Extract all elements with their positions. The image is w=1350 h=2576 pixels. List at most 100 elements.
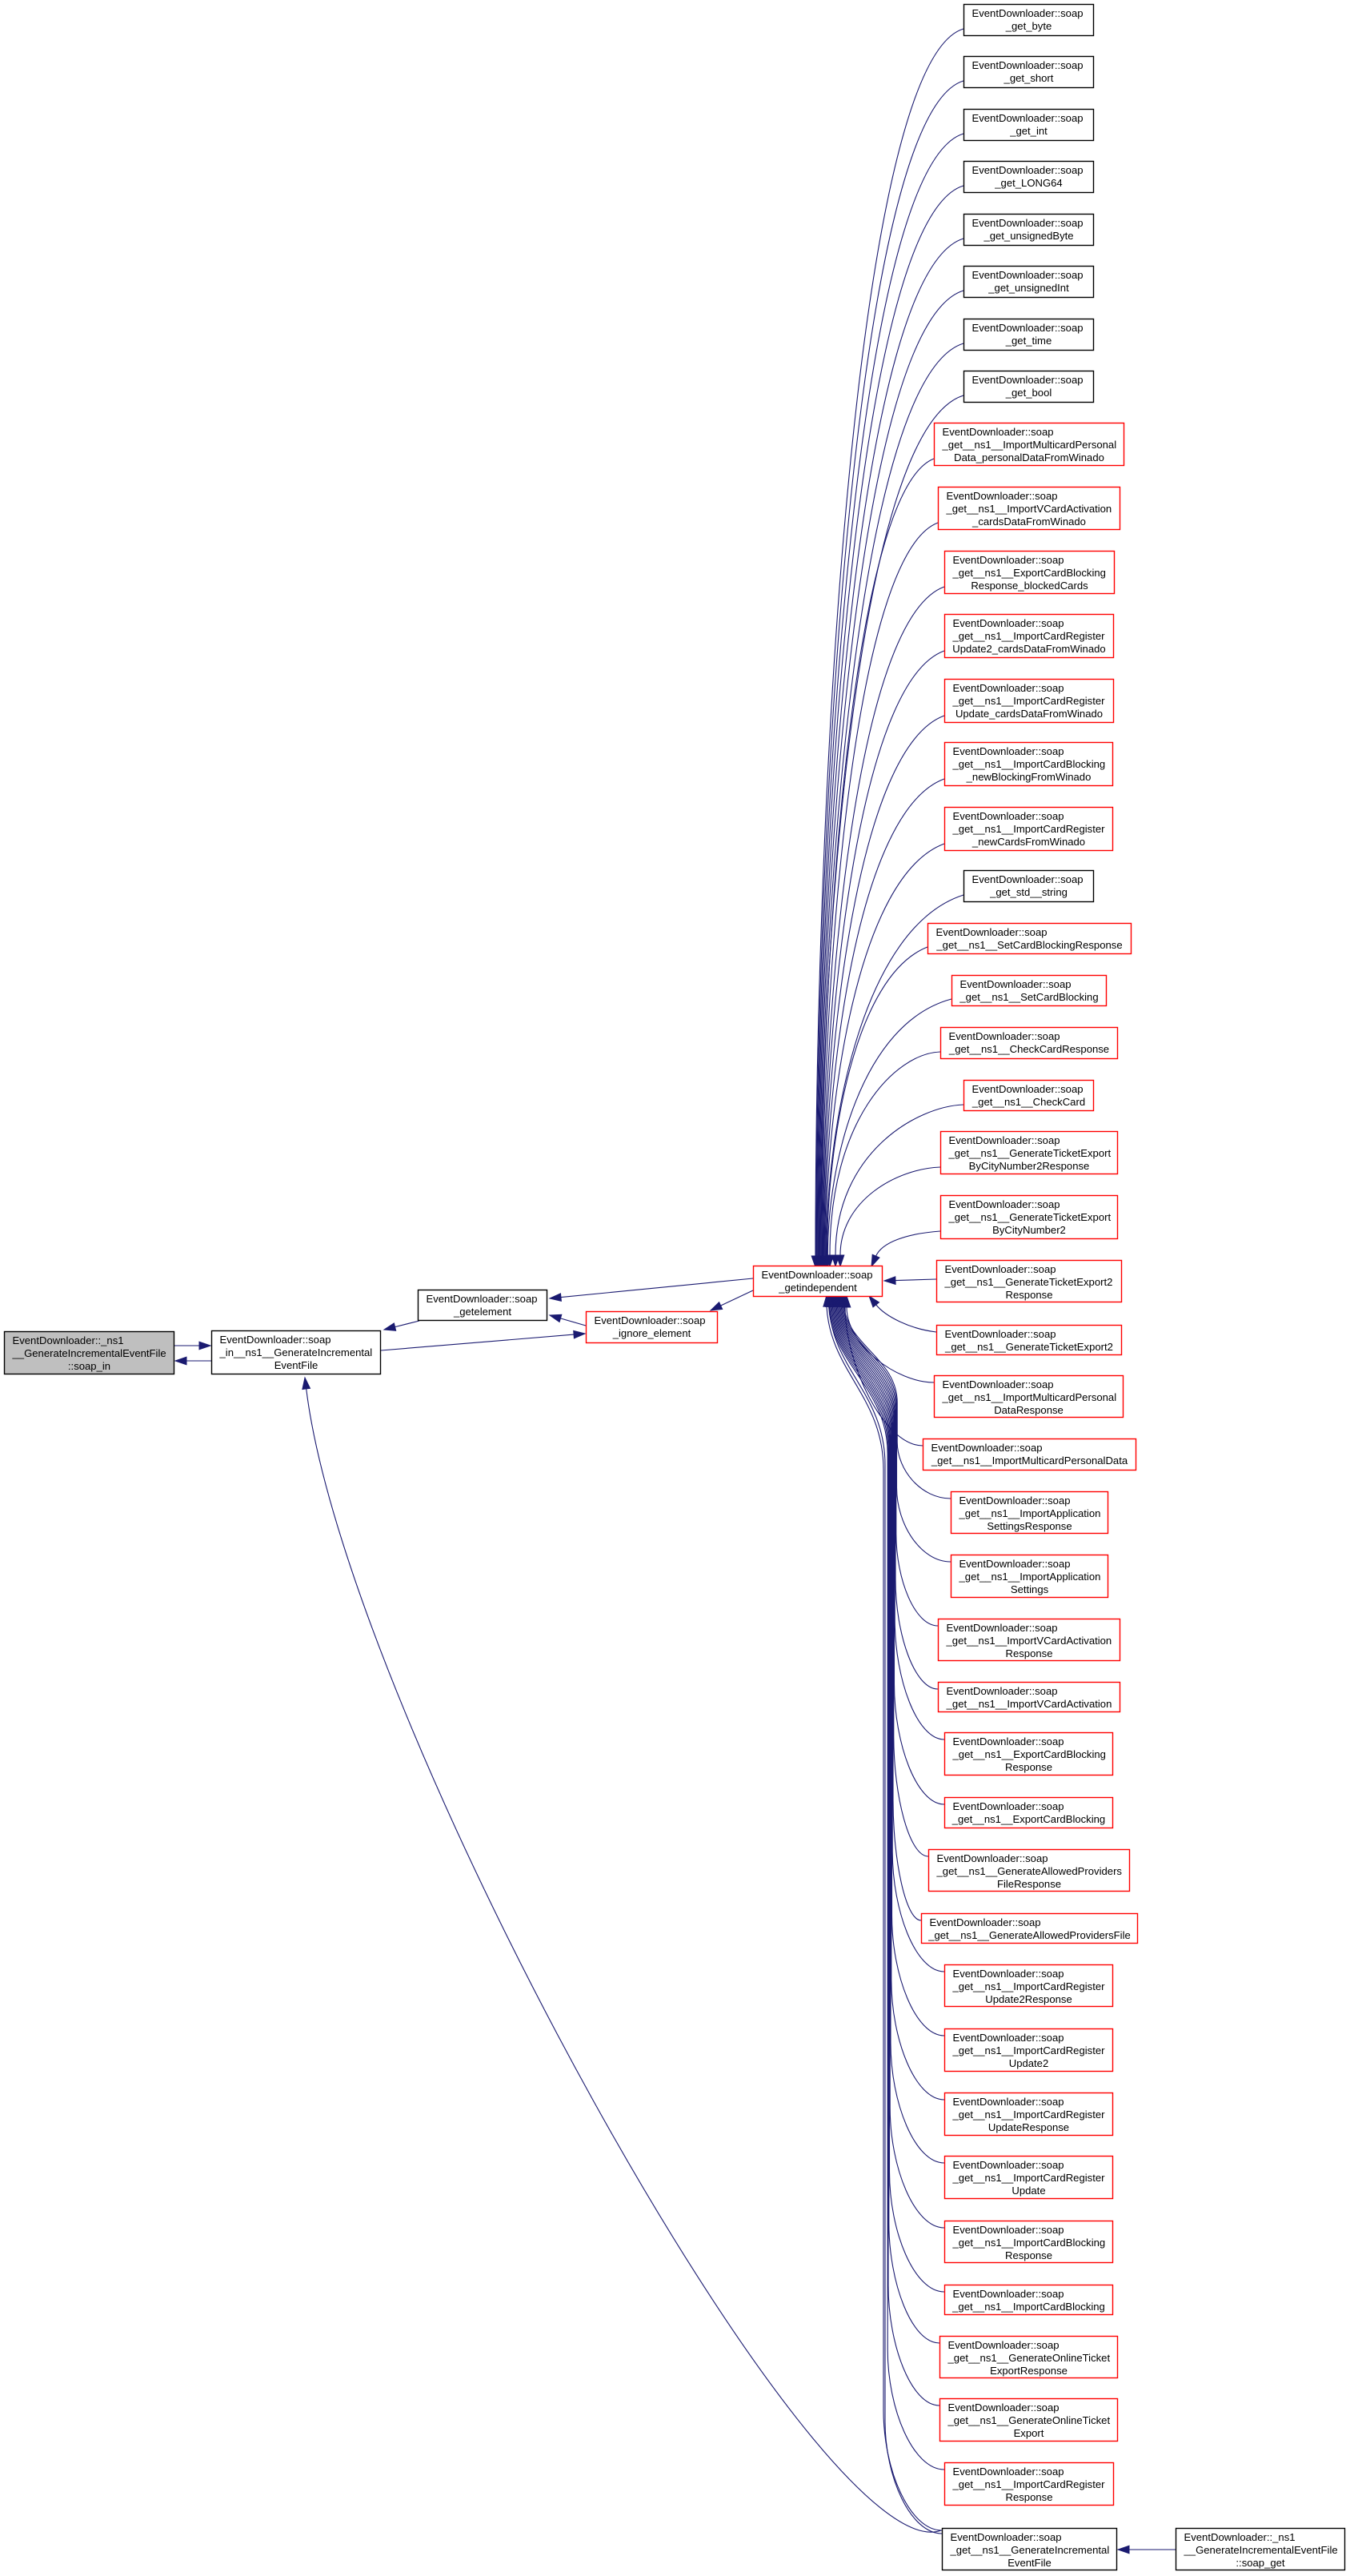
svg-text:::soap_in: ::soap_in [68, 1360, 110, 1372]
svg-text:_get__ns1__ImportCardRegister: _get__ns1__ImportCardRegister [952, 2109, 1106, 2121]
svg-text:EventDownloader::soap: EventDownloader::soap [972, 873, 1084, 885]
svg-text:EventDownloader::soap: EventDownloader::soap [953, 2224, 1064, 2236]
svg-text:EventDownloader::soap: EventDownloader::soap [959, 1558, 1071, 1570]
svg-text:_get__ns1__ImportApplication: _get__ns1__ImportApplication [959, 1571, 1101, 1583]
svg-text:SettingsResponse: SettingsResponse [987, 1520, 1072, 1532]
svg-text:Response: Response [1005, 2249, 1052, 2261]
svg-text:_get__ns1__GenerateTicketExpor: _get__ns1__GenerateTicketExport [948, 1147, 1112, 1159]
svg-text:EventDownloader::soap: EventDownloader::soap [953, 1800, 1064, 1812]
svg-text:EventDownloader::_ns1: EventDownloader::_ns1 [1184, 2531, 1296, 2543]
svg-text:Data_personalDataFromWinado: Data_personalDataFromWinado [954, 451, 1104, 463]
svg-text:EventDownloader::soap: EventDownloader::soap [972, 164, 1084, 176]
svg-text:_get__ns1__ExportCardBlocking: _get__ns1__ExportCardBlocking [951, 1813, 1105, 1825]
svg-text:_get__ns1__ImportCardRegister: _get__ns1__ImportCardRegister [952, 1980, 1106, 1992]
svg-text:EventDownloader::soap: EventDownloader::soap [595, 1314, 706, 1326]
svg-text:_get__ns1__ImportVCardActivati: _get__ns1__ImportVCardActivation [946, 1698, 1112, 1710]
svg-text:EventDownloader::soap: EventDownloader::soap [427, 1293, 538, 1305]
svg-text:FileResponse: FileResponse [997, 1878, 1061, 1890]
svg-text:EventDownloader::soap: EventDownloader::soap [972, 374, 1084, 386]
svg-text:Update2: Update2 [1009, 2057, 1049, 2069]
svg-text:EventDownloader::soap: EventDownloader::soap [947, 1685, 1058, 1697]
svg-text:EventDownloader::_ns1: EventDownloader::_ns1 [13, 1334, 124, 1346]
svg-text:_get__ns1__ImportMulticardPers: _get__ns1__ImportMulticardPersonal [942, 1391, 1117, 1403]
svg-text:EventDownloader::soap: EventDownloader::soap [972, 112, 1084, 124]
svg-text:Response: Response [1005, 1761, 1052, 1773]
svg-text:_get__ns1__ExportCardBlocking: _get__ns1__ExportCardBlocking [952, 1748, 1106, 1760]
svg-text:_get__ns1__ImportCardRegister: _get__ns1__ImportCardRegister [952, 630, 1106, 642]
svg-text:EventDownloader::soap: EventDownloader::soap [972, 322, 1084, 334]
svg-text:_newBlockingFromWinado: _newBlockingFromWinado [966, 771, 1092, 783]
svg-text:EventDownloader::soap: EventDownloader::soap [972, 7, 1084, 19]
svg-text:ByCityNumber2: ByCityNumber2 [992, 1224, 1066, 1236]
svg-text:EventDownloader::soap: EventDownloader::soap [972, 269, 1084, 281]
svg-text:ExportResponse: ExportResponse [990, 2365, 1068, 2377]
svg-text:EventDownloader::soap: EventDownloader::soap [953, 682, 1064, 694]
svg-text:EventDownloader::soap: EventDownloader::soap [959, 1495, 1071, 1507]
svg-text:EventDownloader::soap: EventDownloader::soap [953, 1968, 1064, 1980]
svg-text:EventDownloader::soap: EventDownloader::soap [948, 2401, 1060, 2413]
svg-text:_ignore_element: _ignore_element [612, 1327, 691, 1339]
svg-text:_get__ns1__ExportCardBlocking: _get__ns1__ExportCardBlocking [952, 567, 1106, 579]
svg-text:EventDownloader::soap: EventDownloader::soap [972, 59, 1084, 71]
svg-text:EventDownloader::soap: EventDownloader::soap [960, 978, 1072, 990]
svg-text:_get__ns1__CheckCardResponse: _get__ns1__CheckCardResponse [948, 1043, 1109, 1055]
svg-text:_get_byte: _get_byte [1005, 20, 1052, 32]
svg-text:_get__ns1__ImportVCardActivati: _get__ns1__ImportVCardActivation [946, 1635, 1112, 1647]
svg-text:_get__ns1__GenerateTicketExpor: _get__ns1__GenerateTicketExport [948, 1211, 1112, 1223]
svg-text:_get__ns1__SetCardBlockingResp: _get__ns1__SetCardBlockingResponse [935, 939, 1122, 951]
svg-text:EventDownloader::soap: EventDownloader::soap [947, 1622, 1058, 1634]
svg-text:EventDownloader::soap: EventDownloader::soap [972, 217, 1084, 229]
svg-text:_get__ns1__ImportMulticardPers: _get__ns1__ImportMulticardPersonalData [931, 1455, 1128, 1467]
svg-text:_get__ns1__ImportCardRegister: _get__ns1__ImportCardRegister [952, 695, 1106, 707]
svg-text:EventDownloader::soap: EventDownloader::soap [945, 1263, 1056, 1275]
svg-text:EventDownloader::soap: EventDownloader::soap [762, 1269, 873, 1281]
svg-text:EventDownloader::soap: EventDownloader::soap [953, 1735, 1064, 1747]
svg-text:_newCardsFromWinado: _newCardsFromWinado [971, 836, 1085, 848]
svg-text:EventDownloader::soap: EventDownloader::soap [949, 1030, 1060, 1042]
svg-text:_get__ns1__GenerateTicketExpor: _get__ns1__GenerateTicketExport2 [944, 1341, 1113, 1353]
svg-text:EventDownloader::soap: EventDownloader::soap [953, 2466, 1064, 2478]
svg-text:EventDownloader::soap: EventDownloader::soap [949, 1198, 1060, 1210]
svg-text:_get__ns1__ImportCardRegister: _get__ns1__ImportCardRegister [952, 823, 1106, 835]
svg-text:Update2Response: Update2Response [985, 1993, 1072, 2005]
svg-text:_get__ns1__ImportCardBlocking: _get__ns1__ImportCardBlocking [952, 758, 1106, 770]
svg-text:EventDownloader::soap: EventDownloader::soap [948, 2339, 1060, 2351]
svg-text:_get__ns1__ImportMulticardPers: _get__ns1__ImportMulticardPersonal [942, 439, 1117, 451]
svg-text:EventDownloader::soap: EventDownloader::soap [931, 1442, 1043, 1454]
svg-text:__GenerateIncrementalEventFile: __GenerateIncrementalEventFile [12, 1347, 166, 1359]
svg-text:EventDownloader::soap: EventDownloader::soap [943, 426, 1054, 438]
svg-text:EventDownloader::soap: EventDownloader::soap [951, 2531, 1062, 2543]
svg-text:_get_LONG64: _get_LONG64 [994, 177, 1062, 189]
svg-text:_get_bool: _get_bool [1005, 387, 1052, 399]
svg-text:_get_unsignedByte: _get_unsignedByte [983, 230, 1073, 242]
svg-text:_get_unsignedInt: _get_unsignedInt [987, 282, 1069, 294]
svg-text:EventDownloader::soap: EventDownloader::soap [953, 2288, 1064, 2300]
svg-text:EventDownloader::soap: EventDownloader::soap [945, 1328, 1056, 1340]
svg-text:Update2_cardsDataFromWinado: Update2_cardsDataFromWinado [952, 643, 1105, 655]
svg-text:_get__ns1__SetCardBlocking: _get__ns1__SetCardBlocking [959, 991, 1098, 1003]
svg-text:Update_cardsDataFromWinado: Update_cardsDataFromWinado [955, 708, 1103, 720]
svg-text:EventDownloader::soap: EventDownloader::soap [953, 2096, 1064, 2108]
svg-text:ByCityNumber2Response: ByCityNumber2Response [969, 1160, 1090, 1172]
svg-text:Export: Export [1014, 2427, 1044, 2439]
svg-text:Response: Response [1006, 1289, 1053, 1301]
svg-text:EventDownloader::soap: EventDownloader::soap [953, 554, 1064, 566]
svg-text:__GenerateIncrementalEventFile: __GenerateIncrementalEventFile [1184, 2544, 1338, 2556]
svg-text:Response_blockedCards: Response_blockedCards [971, 580, 1088, 592]
svg-text:_getindependent: _getindependent [778, 1282, 857, 1294]
svg-text:EventDownloader::soap: EventDownloader::soap [936, 926, 1048, 938]
svg-text:Response: Response [1006, 1647, 1053, 1659]
svg-text:_get__ns1__ImportVCardActivati: _get__ns1__ImportVCardActivation [946, 503, 1112, 515]
svg-text:_get__ns1__ImportCardRegister: _get__ns1__ImportCardRegister [952, 2044, 1106, 2056]
svg-text:EventFile: EventFile [1007, 2557, 1052, 2569]
svg-text:::soap_get: ::soap_get [1236, 2557, 1285, 2569]
svg-text:_get__ns1__GenerateAllowedProv: _get__ns1__GenerateAllowedProvidersFile [927, 1929, 1131, 1941]
svg-text:_get__ns1__GenerateTicketExpor: _get__ns1__GenerateTicketExport2 [944, 1276, 1113, 1288]
svg-text:_get__ns1__ImportCardBlocking: _get__ns1__ImportCardBlocking [951, 2301, 1105, 2313]
svg-text:_get__ns1__ImportCardBlocking: _get__ns1__ImportCardBlocking [952, 2237, 1106, 2249]
svg-text:EventDownloader::soap: EventDownloader::soap [953, 745, 1064, 757]
svg-text:_in__ns1__GenerateIncremental: _in__ns1__GenerateIncremental [219, 1346, 373, 1358]
svg-text:EventDownloader::soap: EventDownloader::soap [943, 1378, 1054, 1390]
svg-text:EventDownloader::soap: EventDownloader::soap [937, 1852, 1048, 1864]
svg-text:EventDownloader::soap: EventDownloader::soap [953, 617, 1064, 629]
